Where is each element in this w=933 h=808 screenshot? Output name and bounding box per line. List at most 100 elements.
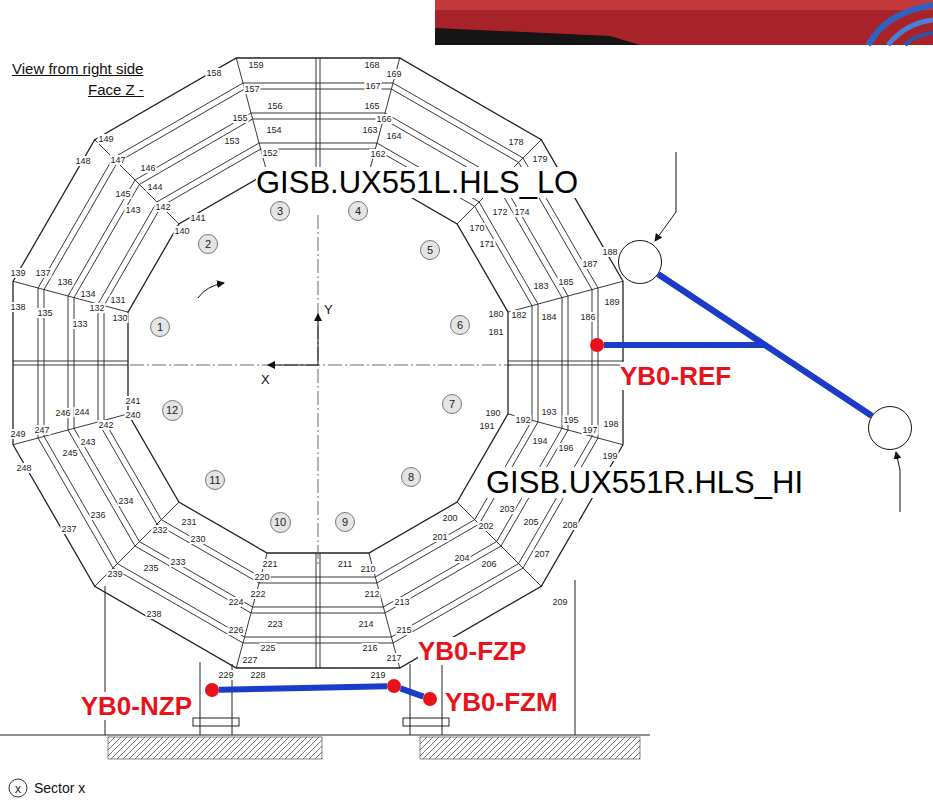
chamber-number: 205: [522, 517, 539, 527]
chamber-number: 245: [61, 448, 78, 458]
support-leg: [410, 664, 411, 735]
chamber-number: 236: [89, 510, 106, 520]
chamber-number-holder: 203: [498, 498, 515, 516]
chamber-number: 242: [97, 420, 114, 430]
chamber-number: 171: [478, 239, 495, 249]
chamber-number: 195: [562, 415, 579, 425]
chamber-number-holder: 204: [453, 547, 470, 565]
chamber-number-holder: 178: [507, 131, 524, 149]
support-leg: [442, 662, 443, 735]
chamber-number: 157: [243, 84, 260, 94]
chamber-number: 149: [97, 134, 114, 144]
chamber-number-holder: 143: [124, 199, 141, 217]
chamber-number: 166: [375, 114, 392, 124]
chamber-joint: [457, 502, 541, 586]
chamber-number-holder: 172: [491, 201, 508, 219]
chamber-number: 133: [71, 319, 88, 329]
chamber-number: 199: [601, 451, 618, 461]
chamber-divider: [316, 58, 317, 173]
sector-number: 3: [277, 206, 283, 217]
sector-circle: 11: [205, 470, 225, 490]
sector-number: 7: [449, 399, 455, 410]
chamber-number-holder: 195: [562, 409, 579, 427]
chamber-number: 140: [173, 226, 190, 236]
chamber-number: 244: [73, 407, 90, 417]
chamber-number-holder: 217: [385, 647, 402, 665]
chamber-number-holder: 240: [124, 404, 141, 422]
chamber-number: 193: [540, 407, 557, 417]
chamber-divider: [508, 361, 623, 362]
chamber-number-holder: 189: [603, 291, 620, 309]
point-name-holder: YB0-REF: [620, 362, 731, 390]
chamber-number-holder: 215: [395, 619, 412, 637]
chamber-number: 222: [249, 589, 266, 599]
chamber-number: 237: [60, 524, 77, 534]
chamber-number-holder: 209: [551, 591, 568, 609]
chamber-number-holder: 158: [205, 62, 222, 80]
x-axis-arrow: [268, 365, 318, 366]
chamber-number-holder: 138: [9, 296, 26, 314]
chamber-number: 230: [189, 534, 206, 544]
chamber-number: 164: [385, 131, 402, 141]
chamber-number-holder: 169: [385, 63, 402, 81]
chamber-number-holder: 194: [531, 430, 548, 448]
chamber-number: 220: [253, 572, 270, 582]
chamber-number-holder: 142: [154, 196, 171, 214]
chamber-number: 207: [533, 549, 550, 559]
barrel-wheel: [13, 58, 623, 668]
chamber-number: 146: [139, 163, 156, 173]
floor-block: [108, 737, 322, 759]
chamber-number-holder: 233: [169, 551, 186, 569]
axis-name: Y: [324, 303, 333, 317]
chamber-number-holder: 140: [173, 220, 190, 238]
chamber-number: 197: [581, 425, 598, 435]
hls-link: [604, 274, 765, 345]
chamber-number-holder: 186: [579, 306, 596, 324]
hls-sensor: GISB.UX551L.HLS_LO: [618, 240, 662, 284]
legend-symbol-letter-holder: x: [15, 779, 21, 797]
face-heading: Face Z -: [88, 81, 144, 99]
point-name: YB0-FZM: [445, 688, 558, 716]
axis-name: X: [261, 373, 270, 387]
chamber-number-holder: 152: [261, 142, 278, 160]
point-name: YB0-FZP: [418, 637, 526, 665]
chamber-number: 246: [54, 408, 71, 418]
sensor-name-holder: GISB.UX551L.HLS_LO: [256, 167, 578, 198]
chamber-number: 239: [106, 569, 123, 579]
chamber-number-holder: 197: [581, 419, 598, 437]
chamber-number: 165: [363, 101, 380, 111]
chamber-number-holder: 241: [124, 390, 141, 408]
chamber-number: 217: [385, 653, 402, 663]
chamber-number: 232: [151, 525, 168, 535]
chamber-number-holder: 200: [441, 507, 458, 525]
chamber-number-holder: 196: [557, 437, 574, 455]
chamber-number: 211: [337, 559, 353, 569]
chamber-number-holder: 190: [484, 402, 501, 420]
sector-number: 1: [157, 322, 163, 333]
sensor-name-holder: GISB.UX551R.HLS_HI: [486, 467, 803, 498]
chamber-number: 249: [9, 429, 26, 439]
chamber-number-holder: 162: [369, 143, 386, 161]
support-frame: [575, 580, 576, 735]
chamber-number: 155: [231, 113, 248, 123]
chamber-number-holder: 245: [61, 442, 78, 460]
chamber-number: 196: [557, 443, 574, 453]
sector-circle: 3: [270, 201, 290, 221]
photo-strip: [435, 0, 933, 45]
chamber-number-holder: 239: [106, 563, 123, 581]
chamber-number: 243: [79, 437, 96, 447]
floor-line: [0, 735, 650, 736]
chamber-number: 139: [9, 268, 26, 278]
support-leg: [200, 662, 201, 735]
chamber-number-holder: 187: [581, 253, 598, 271]
face-heading-holder: Face Z -: [88, 81, 144, 99]
chamber-number-holder: 206: [480, 553, 497, 571]
chamber-number: 147: [109, 155, 126, 165]
chamber-number-holder: 157: [243, 78, 260, 96]
leader-line: [676, 152, 677, 212]
chamber-number-holder: 220: [253, 566, 270, 584]
chamber-number-holder: 155: [231, 107, 248, 125]
chamber-number: 187: [581, 259, 598, 269]
chamber-number-holder: 170: [468, 217, 485, 235]
chamber-number-holder: 144: [146, 176, 163, 194]
